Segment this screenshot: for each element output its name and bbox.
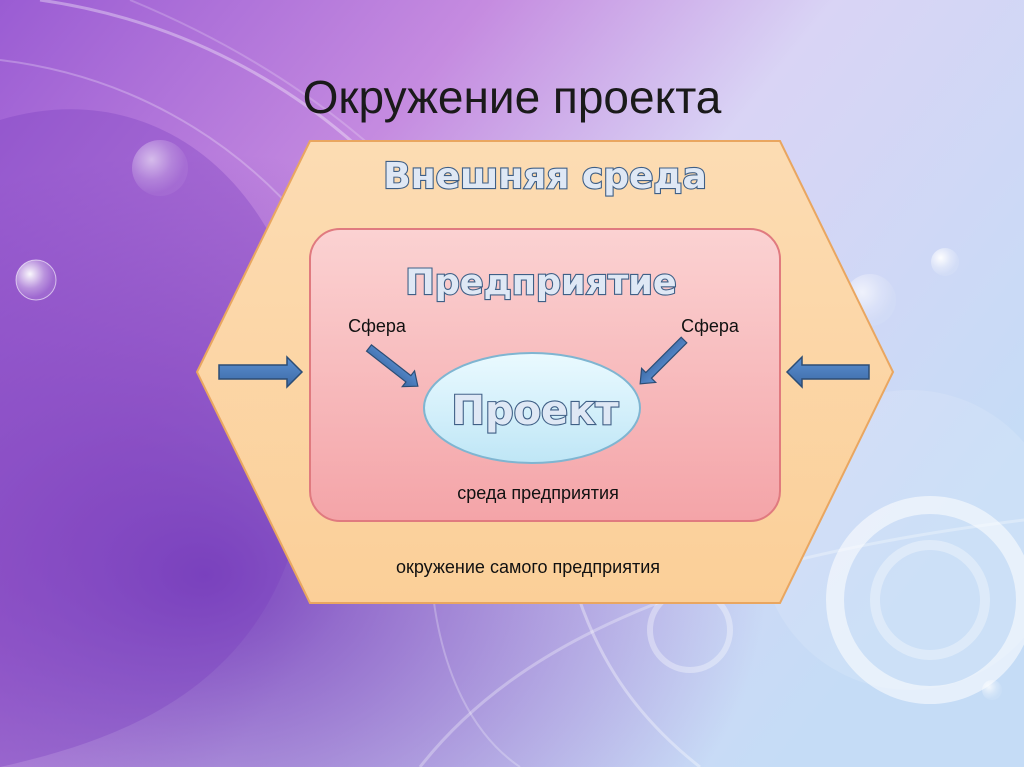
external-environment-heading: Внешняя среда <box>383 156 707 197</box>
sphere-label-left: Сфера <box>348 316 407 336</box>
enterprise-heading: Предприятие <box>405 263 676 303</box>
enterprise-caption: среда предприятия <box>457 483 619 503</box>
external-environment-caption: окружение самого предприятия <box>396 557 660 577</box>
sphere-label-right: Сфера <box>681 316 740 336</box>
arrow-left-inbound <box>218 355 304 389</box>
arrow-sphere-right <box>639 336 688 385</box>
project-label: Проект <box>451 388 619 434</box>
project-ellipse <box>423 352 641 464</box>
arrow-sphere-left <box>365 344 419 388</box>
arrow-right-inbound <box>785 355 870 389</box>
slide-title: Окружение проекта <box>302 71 722 123</box>
